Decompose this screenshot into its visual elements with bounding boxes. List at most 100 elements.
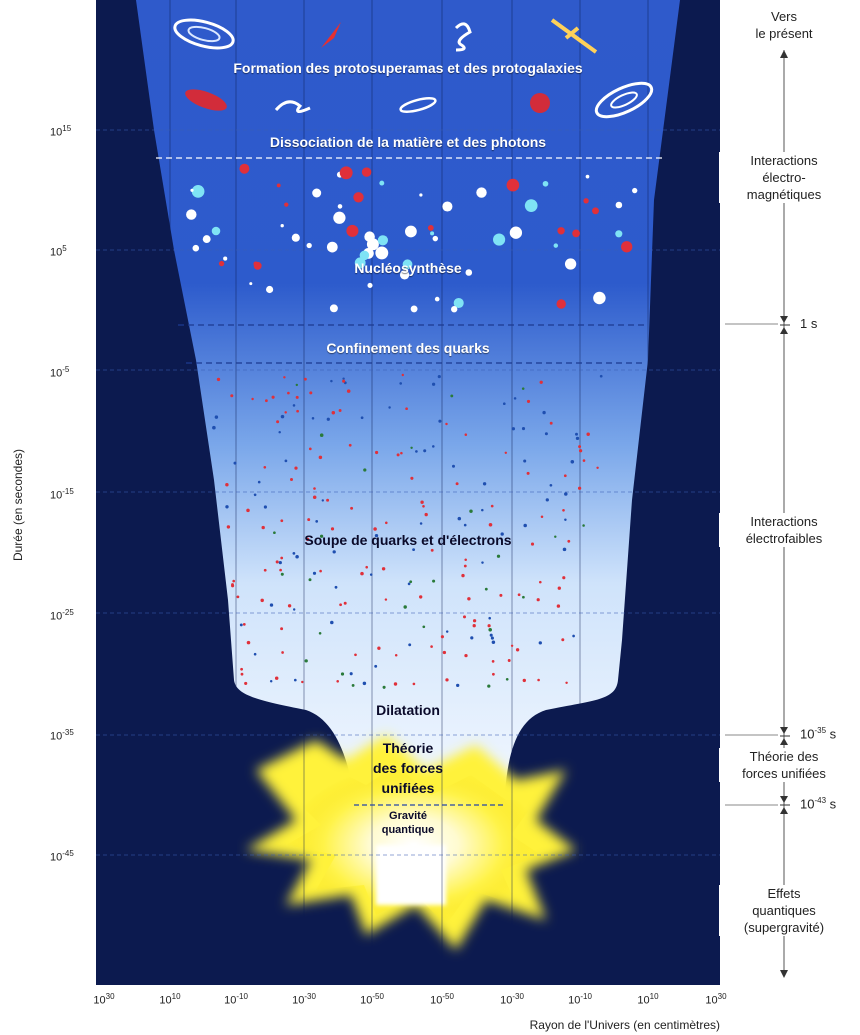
quark-particle — [374, 533, 379, 538]
star-particle — [592, 207, 599, 215]
star-particle — [333, 211, 346, 224]
quark-particle — [536, 598, 540, 602]
galaxy-icon — [173, 18, 235, 50]
quark-particle — [338, 409, 342, 412]
quark-particle — [225, 482, 229, 487]
quark-particle — [233, 461, 237, 465]
galaxy-icon — [530, 93, 550, 113]
star-particle — [253, 261, 259, 267]
quark-particle — [472, 619, 477, 623]
quark-particle — [403, 605, 407, 609]
star-particle — [402, 259, 413, 270]
quark-particle — [242, 623, 246, 626]
quark-particle — [315, 520, 319, 523]
quark-particle — [564, 492, 568, 496]
star-particle — [312, 188, 322, 198]
quark-particle — [265, 399, 268, 403]
quark-particle — [422, 625, 426, 629]
quark-particle — [515, 648, 520, 652]
quark-particle — [432, 445, 435, 448]
quark-particle — [260, 598, 264, 603]
quark-particle — [339, 603, 342, 607]
quark-particle — [246, 640, 251, 645]
star-particle — [367, 282, 373, 288]
quark-particle — [280, 572, 284, 576]
quark-particle — [401, 373, 405, 377]
star-particle — [524, 199, 538, 212]
quark-particle — [284, 411, 287, 414]
star-particle — [465, 269, 473, 276]
star-particle — [239, 163, 250, 174]
quark-particle — [348, 443, 352, 447]
quark-particle — [283, 376, 286, 379]
quark-particle — [253, 652, 257, 656]
quark-particle — [305, 537, 310, 542]
quark-particle — [582, 459, 586, 462]
star-particle — [306, 242, 312, 249]
quark-particle — [374, 664, 378, 668]
star-particle — [593, 291, 606, 305]
star-particle — [337, 204, 343, 209]
quark-particle — [251, 397, 254, 401]
quark-particle — [561, 638, 565, 642]
x-tick-label: 10-30 — [500, 992, 524, 1007]
diagram-panel: Formation des protosuperamas et des prot… — [96, 0, 720, 985]
quark-particle — [510, 644, 514, 648]
quark-particle — [487, 684, 491, 688]
star-particle — [434, 296, 440, 302]
quark-particle — [464, 653, 468, 658]
quark-particle — [330, 379, 333, 383]
quark-particle — [309, 391, 313, 395]
universe-cone-graphic — [96, 0, 720, 985]
quark-particle — [263, 505, 267, 509]
quark-particle — [457, 516, 462, 521]
quark-particle — [424, 512, 428, 517]
quark-particle — [278, 430, 281, 434]
quark-particle — [271, 395, 275, 399]
galaxy-icon — [274, 100, 311, 113]
quark-particle — [442, 650, 447, 655]
quark-particle — [330, 527, 335, 531]
quark-particle — [263, 568, 267, 572]
quark-particle — [240, 667, 243, 671]
quark-particle — [304, 377, 307, 381]
quark-particle — [369, 573, 373, 576]
quark-particle — [502, 402, 506, 406]
quark-particle — [253, 493, 257, 497]
quark-particle — [578, 445, 582, 449]
quark-particle — [332, 550, 336, 554]
quark-particle — [295, 554, 299, 559]
quark-particle — [557, 586, 561, 590]
quark-particle — [572, 634, 575, 638]
quark-particle — [489, 633, 493, 637]
quark-particle — [294, 466, 298, 470]
quark-particle — [422, 505, 425, 508]
star-particle — [583, 198, 589, 204]
quark-particle — [420, 500, 424, 504]
star-particle — [506, 178, 520, 192]
y-tick-label: 10-25 — [50, 608, 74, 623]
quark-particle — [410, 476, 414, 480]
quark-particle — [432, 579, 436, 583]
stage-label-nucleosynthese: Nucléosynthèse — [354, 260, 462, 276]
quark-particle — [596, 466, 599, 470]
quark-particle — [340, 672, 345, 676]
quark-particle — [492, 672, 495, 676]
quark-particle — [307, 518, 311, 522]
x-tick-label: 10-50 — [430, 992, 454, 1007]
star-particle — [377, 235, 389, 246]
quark-particle — [430, 645, 433, 648]
quark-particle — [232, 579, 236, 583]
quark-particle — [269, 603, 274, 607]
x-tick-label: 10-10 — [224, 992, 248, 1007]
quark-particle — [521, 387, 525, 390]
quark-particle — [240, 672, 244, 676]
quark-particle — [230, 394, 234, 398]
star-particle — [329, 304, 338, 313]
quark-particle — [437, 375, 441, 379]
star-particle — [442, 201, 453, 212]
quark-particle — [225, 505, 229, 509]
quark-particle — [216, 377, 221, 382]
star-particle — [218, 260, 225, 267]
